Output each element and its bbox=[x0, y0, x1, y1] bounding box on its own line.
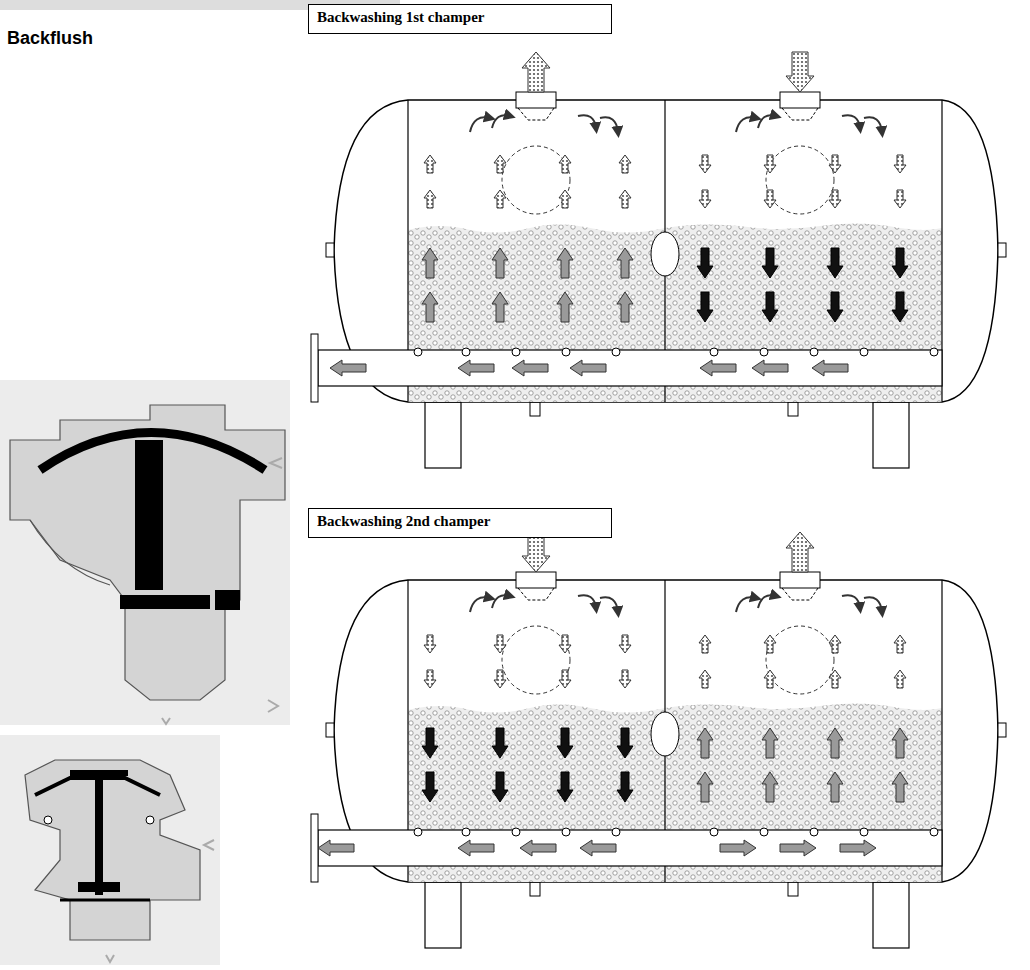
filter-tank-2 bbox=[311, 532, 1006, 948]
valve-section-bottom bbox=[0, 735, 220, 965]
caption-text: Backwashing 2nd champer bbox=[317, 513, 603, 530]
caption-box: Backwashing 1st champer bbox=[308, 4, 612, 34]
caption-text: Backwashing 1st champer bbox=[317, 9, 603, 26]
page-title: Backflush bbox=[7, 28, 93, 49]
filter-tank-1 bbox=[311, 52, 1006, 468]
valve-section-top bbox=[0, 380, 290, 725]
caption-box: Backwashing 2nd champer bbox=[308, 508, 612, 538]
